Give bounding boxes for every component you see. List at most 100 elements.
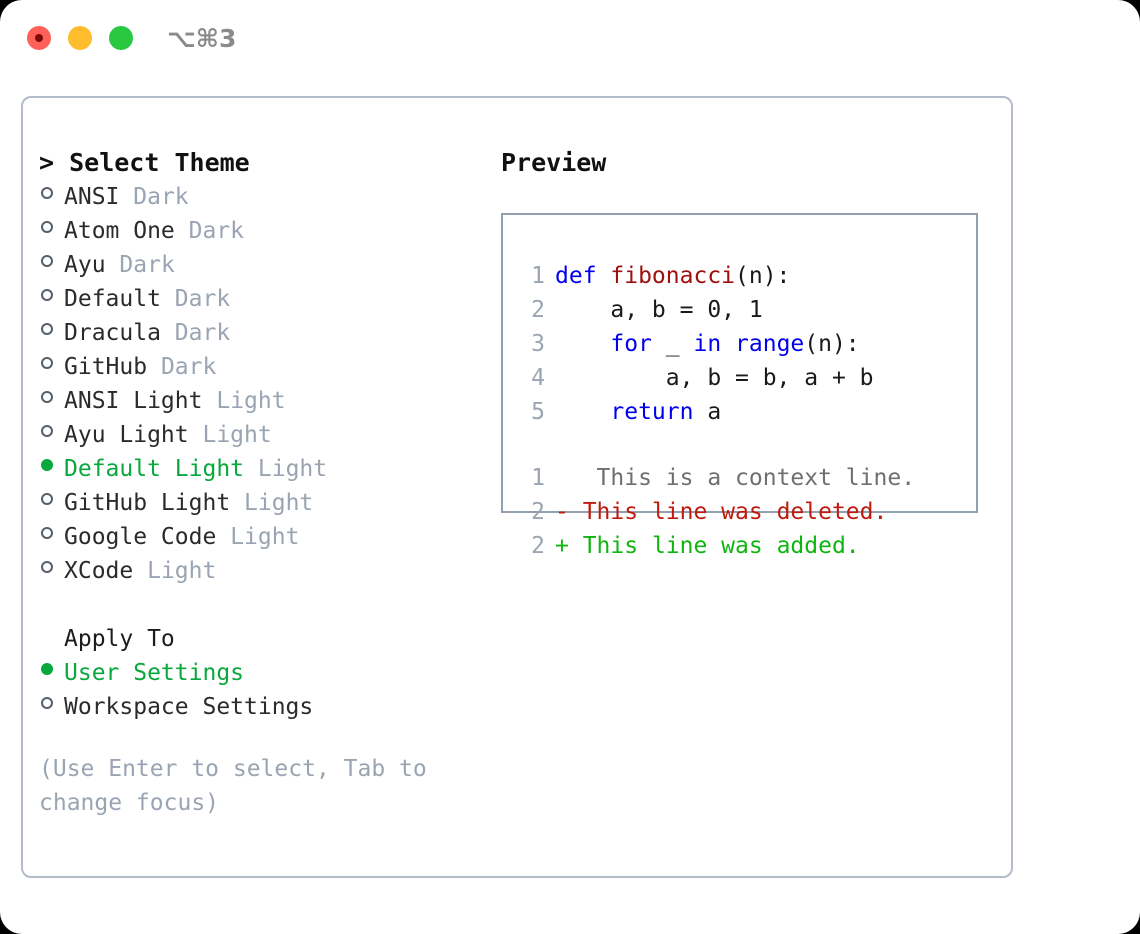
section-spacer [39,588,469,622]
theme-list-item[interactable]: Ayu Light Light [39,418,469,452]
theme-list-item[interactable]: ANSI Dark [39,180,469,214]
code-token-fn: fibonacci [610,263,736,289]
theme-list-item[interactable]: Ayu Dark [39,248,469,282]
theme-list-item[interactable]: Default Light Light [39,452,469,486]
code-token-plain: (n): [804,331,860,357]
label-separator [230,486,244,520]
radio-dot [41,391,53,403]
label-separator [106,248,120,282]
label-separator [119,180,133,214]
code-token-plain: a, b = 0, 1 [555,297,763,323]
minimize-button-icon[interactable] [68,26,92,50]
code-token-kw: for [610,331,652,357]
apply-to-item[interactable]: User Settings [39,656,469,690]
label-separator [189,418,203,452]
maximize-button-icon[interactable] [109,26,133,50]
theme-name-label: Atom One [64,218,175,244]
apply-to-heading: Apply To [64,626,175,652]
diff-sample: 1 This is a context line.2- This line wa… [515,461,970,563]
theme-list-item[interactable]: Dracula Dark [39,316,469,350]
label-separator [161,282,175,316]
select-theme-heading: > Select Theme [39,148,250,177]
window-controls [27,26,133,50]
diff-text: This line was added. [568,533,860,559]
code-token-plain [555,327,610,361]
radio-dot [41,663,53,675]
label-separator [133,554,147,588]
code-token-plain: a, b = b, a + b [555,365,874,391]
code-token-kw: def [555,263,611,289]
keyboard-shortcut-label: ⌥⌘3 [167,24,237,53]
keyboard-hint-text: (Use Enter to select, Tab to change focu… [39,756,441,816]
theme-category-label: Light [230,524,300,550]
code-token-kw: return [610,399,694,425]
theme-list-item[interactable]: GitHub Dark [39,350,469,384]
diff-sign: + [555,533,569,559]
theme-list-item[interactable]: XCode Light [39,554,469,588]
label-separator [175,214,189,248]
code-line-number: 2 [531,297,545,323]
theme-name-label: XCode [64,558,134,584]
diff-sign: - [555,499,569,525]
diff-line-number: 2 [531,533,545,559]
theme-category-label: Light [202,422,272,448]
apply-to-label: Workspace Settings [64,694,314,720]
label-separator [202,384,216,418]
close-button-icon[interactable] [27,26,51,50]
label-separator [244,452,258,486]
diff-sign [555,461,569,495]
theme-category-label: Light [257,456,328,482]
theme-list-item[interactable]: Atom One Dark [39,214,469,248]
theme-category-label: Dark [174,320,231,346]
radio-dot [41,459,53,471]
code-token-plain: (n): [735,263,791,289]
theme-name-label: Ayu [64,252,106,278]
theme-name-label: Google Code [64,524,217,550]
code-token-plain [555,395,610,429]
theme-list-item[interactable]: ANSI Light Light [39,384,469,418]
theme-name-label: ANSI [64,184,120,210]
title-bar: ⌥⌘3 [0,0,1140,78]
theme-name-label: Ayu Light [64,422,189,448]
theme-category-label: Light [147,558,217,584]
label-separator [216,520,230,554]
theme-category-label: Dark [174,286,231,312]
diff-line: 2 + This line was added. [515,529,970,563]
code-diff-gap [515,429,970,461]
theme-category-label: Light [216,388,286,414]
radio-dot [41,221,53,233]
theme-list-item[interactable]: Google Code Light [39,520,469,554]
theme-name-label: Default [64,286,161,312]
theme-list-item[interactable]: Default Dark [39,282,469,316]
apply-to-item[interactable]: Workspace Settings [39,690,469,724]
apply-to-label: User Settings [64,660,245,686]
theme-list-item[interactable]: GitHub Light Light [39,486,469,520]
diff-line: 2- This line was deleted. [515,495,970,529]
theme-name-label: GitHub Light [64,490,231,516]
diff-line-number: 2 [531,499,545,525]
theme-category-label: Dark [119,252,175,278]
diff-line: 1 This is a context line. [515,461,970,495]
code-line-number: 5 [531,399,545,425]
code-token-plain: a [693,399,722,425]
code-line: 4 a, b = b, a + b [515,361,970,395]
diff-line-number: 1 [531,465,545,491]
theme-category-label: Dark [188,218,245,244]
radio-dot [41,527,53,539]
radio-dot [41,493,53,505]
label-separator [161,316,175,350]
diff-text: This line was deleted. [568,499,888,525]
theme-name-label: Default Light [64,456,245,482]
theme-name-label: ANSI Light [64,388,203,414]
code-token-kw: in range [693,331,805,357]
preview-heading: Preview [501,148,607,177]
theme-category-label: Dark [133,184,189,210]
radio-dot [41,255,53,267]
